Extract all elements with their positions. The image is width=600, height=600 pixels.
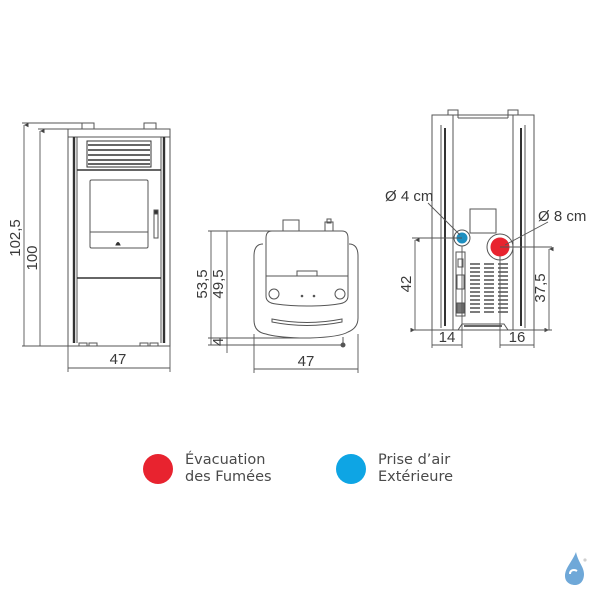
rear-dimensions [410,202,554,348]
legend-air-intake: Prise d’air Extérieure [336,452,453,486]
front-dimensions [22,122,171,372]
air-inlet-diameter-label: Ø 4 cm [385,188,433,205]
legend-smoke-exhaust: Évacuation des Fumées [143,452,272,486]
front-view [67,122,171,347]
air-inlet-side-offset-label: 14 [439,329,456,346]
front-total-height-label: 102,5 [7,219,24,257]
top-view [253,218,359,348]
top-total-depth-label: 53,5 [194,269,211,298]
water-drop-logo-icon [565,552,587,585]
flue-diameter-label: Ø 8 cm [538,208,586,225]
red-circle-icon [143,454,173,484]
front-body-height-label: 100 [24,245,41,270]
top-offset-label: 4 [210,338,227,346]
top-dimensions [208,230,359,373]
legend-smoke-exhaust-label: Évacuation des Fumées [185,452,272,485]
flue-side-offset-label: 16 [509,329,526,346]
rear-view [431,109,535,331]
flue-height-label: 37,5 [532,273,549,302]
blue-circle-icon [336,454,366,484]
top-width-label: 47 [298,353,315,370]
top-body-depth-label: 49,5 [210,269,227,298]
front-width-label: 47 [110,351,127,368]
air-inlet-height-label: 42 [398,276,415,293]
legend-air-intake-label: Prise d’air Extérieure [378,452,454,485]
